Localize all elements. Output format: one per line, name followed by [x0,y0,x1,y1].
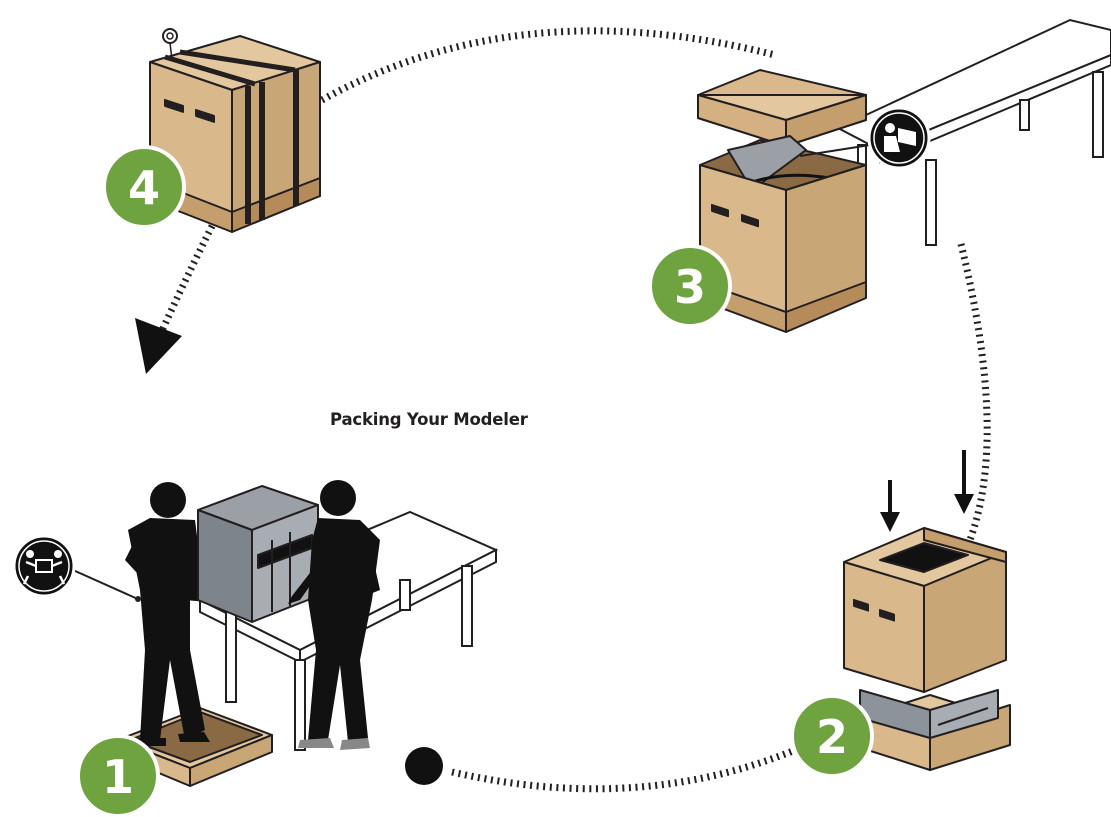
step-1-modeler [198,486,318,622]
path-4-to-arrow [160,220,215,335]
path-3-to-4 [322,31,775,100]
arrowhead-icon [135,318,182,374]
step-3-number: 3 [674,260,706,314]
step-4-badge: 4 [104,147,184,227]
step-3-badge: 3 [650,246,730,326]
tape-roll-icon [163,29,177,43]
path-1-to-2 [452,748,800,789]
step-2-number: 2 [816,710,848,764]
step-2-badge: 2 [792,696,872,776]
two-person-lift-icon [14,536,141,602]
step-1-number: 1 [102,750,134,804]
down-arrow-icon [880,450,974,532]
step-1-badge: 1 [78,736,158,816]
step-4-number: 4 [128,161,160,215]
start-dot-icon [405,747,443,785]
